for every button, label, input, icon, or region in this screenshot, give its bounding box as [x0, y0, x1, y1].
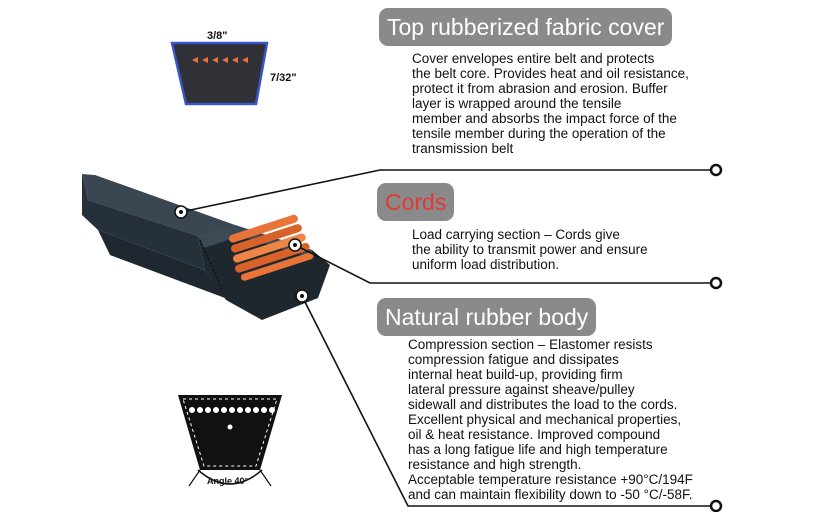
cover-title: Top rubberized fabric cover: [379, 8, 673, 46]
rubber-body-title: Natural rubber body: [377, 298, 597, 336]
cover-description: Cover envelopes entire belt and protects…: [412, 51, 689, 156]
leader-terminals: [709, 163, 723, 512]
rubber-line: lateral pressure against sheave/pulley: [408, 382, 635, 397]
cover-line: Cover envelopes entire belt and protects: [412, 51, 655, 66]
rubber-line: oil & heat resistance. Improved compound: [408, 427, 661, 442]
cords-line: the ability to transmit power and ensure: [412, 242, 648, 257]
rubber-line: resistance and high strength.: [408, 457, 582, 472]
rubber-line: Compression section – Elastomer resists: [408, 337, 653, 352]
cover-line: transmission belt: [412, 141, 514, 156]
cords-description: Load carrying section – Cords give the a…: [412, 227, 648, 272]
cover-line: the belt core. Provides heat and oil res…: [412, 66, 689, 81]
profile-width-label: 3/8": [207, 30, 228, 42]
angle-label: Angle 40°: [207, 476, 249, 486]
rubber-line: sidewall and distributes the load to the…: [408, 397, 678, 412]
rubber-line: and can maintain flexibility down to -50…: [408, 487, 693, 502]
cover-line: tensile member during the operation of t…: [412, 126, 666, 141]
rubber-line: has a long fatigue life and high tempera…: [408, 442, 668, 457]
cords-terminal-icon: [709, 276, 723, 290]
belt-profile-diagram: [170, 41, 269, 106]
cover-line: member and absorbs the impact force of t…: [412, 111, 677, 126]
cover-terminal-icon: [709, 163, 723, 177]
rubber-line: internal heat build-up, providing firm: [408, 367, 623, 382]
rubber-body-description: Compression section – Elastomer resists …: [408, 337, 693, 502]
cover-line: protect it from abrasion and erosion. Bu…: [412, 81, 668, 96]
belt-markers: [174, 205, 309, 303]
cords-line: uniform load distribution.: [412, 257, 560, 272]
rubber-line: compression fatigue and dissipates: [408, 352, 619, 367]
cover-line: layer is wrapped around the tensile: [412, 96, 622, 111]
belt-3d-illustration: [82, 174, 330, 320]
rubber-line: Excellent physical and mechanical proper…: [408, 412, 682, 427]
cords-line: Load carrying section – Cords give: [412, 227, 620, 242]
leader-lines: [180, 169, 716, 507]
profile-height-label: 7/32": [270, 72, 297, 84]
rubber-line: Acceptable temperature resistance +90°C/…: [408, 472, 693, 487]
rubber-terminal-icon: [709, 499, 723, 512]
cords-title: Cords: [377, 183, 455, 221]
belt-angle-diagram: Angle 40°: [178, 395, 282, 487]
cords-illustration: [229, 214, 314, 281]
